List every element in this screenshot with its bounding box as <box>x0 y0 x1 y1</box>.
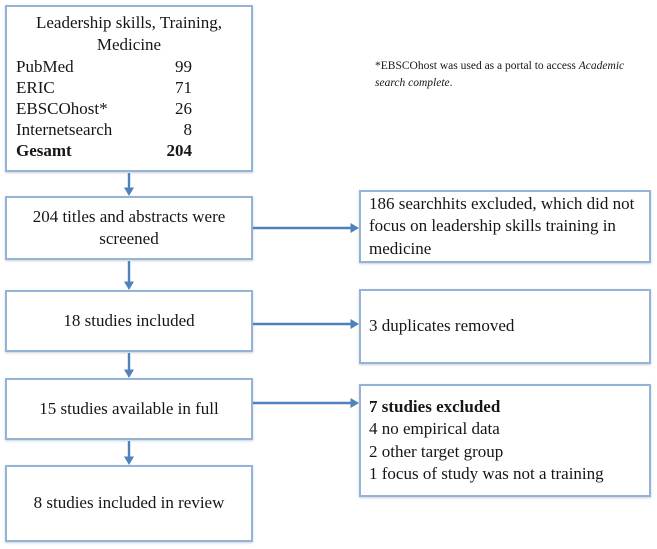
footnote-text: *EBSCOhost was used as a portal to acces… <box>375 60 579 72</box>
footnote-period: . <box>449 76 453 89</box>
excluded-studies-box: 7 studies excluded 4 no empirical data 2… <box>359 384 651 497</box>
search-sources-box: Leadership skills, Training, Medicine Pu… <box>5 5 253 172</box>
source-count: 8 <box>183 120 193 139</box>
source-row-pubmed: PubMed 99 <box>7 56 251 77</box>
arrow-fulltext-to-review <box>124 441 134 465</box>
duplicates-removed-text: 3 duplicates removed <box>369 316 515 336</box>
source-label: ERIC <box>16 78 55 97</box>
fulltext-available-text: 15 studies available in full <box>39 398 219 418</box>
duplicates-removed-box: 3 duplicates removed <box>359 289 651 364</box>
excluded-reason-line: 1 focus of study was not a training <box>369 463 604 483</box>
studies-included-box: 18 studies included <box>5 290 253 352</box>
search-query-title-line1: Leadership skills, Training, <box>35 13 223 32</box>
excluded-reason-line: 4 no empirical data <box>369 419 500 439</box>
source-count: 204 <box>166 141 193 160</box>
arrow-screened-to-excluded-searchhits <box>253 223 359 233</box>
footnote-italic-text: Academic search complete <box>375 60 625 89</box>
source-count: 71 <box>175 78 192 97</box>
fulltext-available-box: 15 studies available in full <box>5 378 253 440</box>
included-in-review-box: 8 studies included in review <box>5 465 253 542</box>
included-in-review-text: 8 studies included in review <box>33 493 225 513</box>
source-count: 26 <box>175 99 192 118</box>
source-count: 99 <box>175 57 192 76</box>
source-label: PubMed <box>16 57 74 76</box>
arrow-included-to-fulltext <box>124 353 134 378</box>
source-label: Gesamt <box>16 141 72 160</box>
search-query-title-line2: Medicine <box>96 35 162 54</box>
source-row-eric: ERIC 71 <box>7 77 251 98</box>
ebscohost-footnote: *EBSCOhost was used as a portal to acces… <box>375 58 647 91</box>
screened-box: 204 titles and abstracts were screened <box>5 196 253 260</box>
excluded-studies-heading: 7 studies excluded <box>369 397 501 417</box>
excluded-searchhits-box: 186 searchhits excluded, which did not f… <box>359 190 651 263</box>
source-label: Internetsearch <box>16 120 113 139</box>
arrow-sources-to-screened <box>124 173 134 196</box>
screened-box-text: 204 titles and abstracts were screened <box>32 206 226 248</box>
arrow-screened-to-included <box>124 261 134 290</box>
source-row-ebscohost: EBSCOhost* 26 <box>7 98 251 119</box>
source-row-total: Gesamt 204 <box>7 140 251 161</box>
source-row-internetsearch: Internetsearch 8 <box>7 119 251 140</box>
excluded-reason-line: 2 other target group <box>369 441 504 461</box>
source-label: EBSCOhost* <box>16 99 108 118</box>
excluded-searchhits-text: 186 searchhits excluded, which did not f… <box>369 194 635 258</box>
arrow-included-to-duplicates-removed <box>253 319 359 329</box>
arrow-fulltext-to-excluded-studies <box>253 398 359 408</box>
studies-included-text: 18 studies included <box>63 310 195 330</box>
search-query-title: Leadership skills, Training, Medicine <box>7 12 251 56</box>
